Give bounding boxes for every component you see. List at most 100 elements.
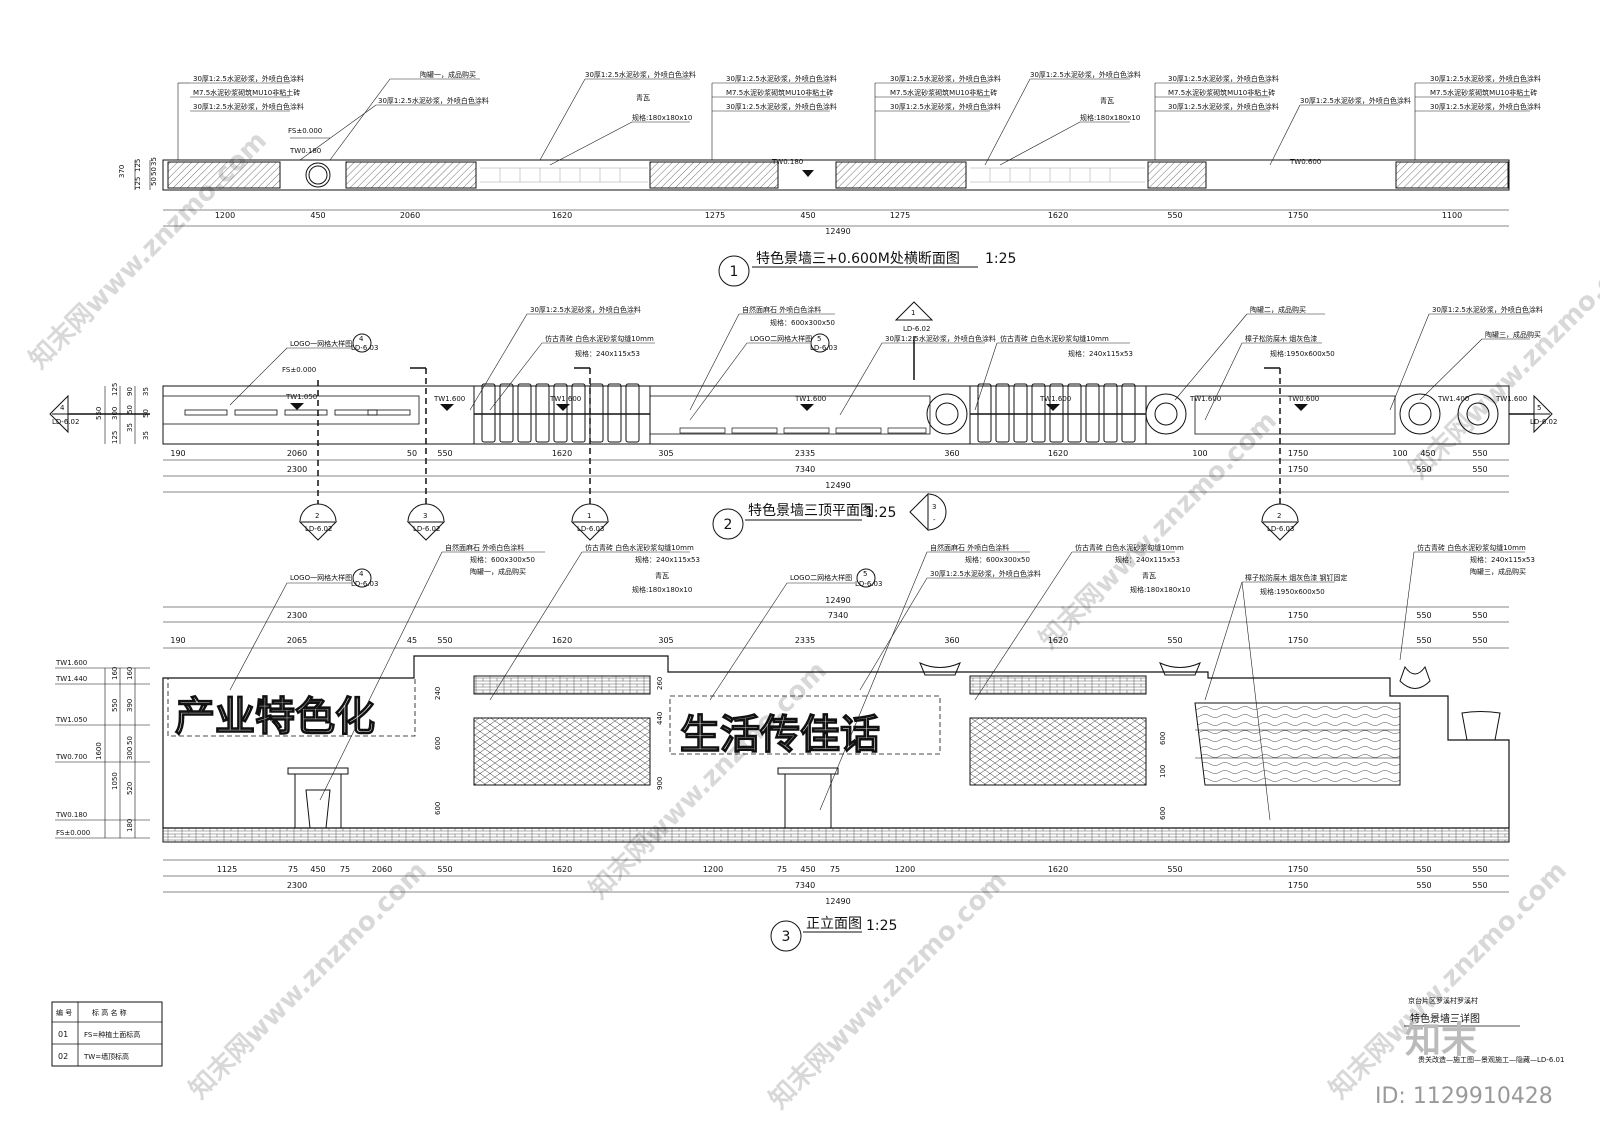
dim-text: 600 <box>434 737 442 750</box>
level-label: TW1.400 <box>1437 395 1469 403</box>
section-num: 2 <box>1277 512 1281 520</box>
dim-text: 1200 <box>215 211 235 220</box>
dim-text: 550 <box>437 865 452 874</box>
section-title: 特色景墙三+0.600M处横断面图 <box>756 250 960 267</box>
dim-text: 550 <box>437 636 452 645</box>
note: 30厚1:2.5水泥砂浆，外喷白色涂料 <box>1432 305 1543 314</box>
dim-text: 450 <box>800 865 815 874</box>
stone-panel <box>969 717 1147 786</box>
note: 规格:1950x600x50 <box>1260 587 1325 596</box>
dim-text: 1200 <box>703 865 723 874</box>
note: LOGO一网格大样图 <box>290 339 352 348</box>
dim-text: 360 <box>944 449 959 458</box>
dim-text: 440 <box>656 712 664 725</box>
brick-cap <box>473 675 1147 695</box>
dim-text: 900 <box>656 777 664 790</box>
section-ref: LD-6.02 <box>413 525 440 533</box>
section-num: 3 <box>423 512 427 520</box>
detail-ref-num: 5 <box>817 335 821 343</box>
section-3-side-dims: 160 550 1600 1050 160 390 50 300 520 180… <box>95 667 1167 838</box>
level-label: TW1.440 <box>55 675 87 683</box>
section-ref: LD-6.02 <box>903 325 930 333</box>
note: M7.5水泥砂浆砌筑MU10非粘土砖 <box>1430 88 1537 97</box>
dim-text: 360 <box>944 636 959 645</box>
level-label: TW0.180 <box>55 811 87 819</box>
note: 青瓦 <box>655 571 669 580</box>
note: 30厚1:2.5水泥砂浆，外喷白色涂料 <box>930 569 1041 578</box>
dim-text: 50 <box>126 405 134 414</box>
dim-text: 550 <box>111 699 119 712</box>
dim-text: 50 <box>407 449 417 458</box>
dim-text: 1620 <box>1048 865 1068 874</box>
detail-ref: LD-6.03 <box>855 580 882 588</box>
note: 规格:180x180x10 <box>1080 113 1140 122</box>
note: 30厚1:2.5水泥砂浆，外喷白色涂料 <box>885 334 996 343</box>
leader-lines <box>229 313 1530 421</box>
note: 30厚1:2.5水泥砂浆，外喷白色涂料 <box>1430 102 1541 111</box>
dim-text: 100 <box>1159 765 1167 778</box>
level-label: TW0.600 <box>1289 158 1321 166</box>
dim-text: 300 <box>111 407 119 420</box>
note: 规格：240x115x53 <box>575 349 640 358</box>
dim-text: 2065 <box>287 636 307 645</box>
dim-text: 450 <box>310 211 325 220</box>
note: 30厚1:2.5水泥砂浆，外喷白色涂料 <box>726 74 837 83</box>
note: 规格:180x180x10 <box>1130 585 1190 594</box>
dim-text: 125 <box>134 177 142 190</box>
levels-left <box>55 667 150 839</box>
dim-text: 35 <box>126 423 134 432</box>
note: 仿古青砖 白色水泥砂浆勾缝10mm <box>585 543 694 552</box>
dim-text: 1620 <box>552 211 572 220</box>
note: 规格:180x180x10 <box>632 113 692 122</box>
dim-text: 180 <box>126 819 134 832</box>
legend-table: 编 号 标 高 名 称 01 FS=种植土面标高 02 TW=墙顶标高 <box>51 1001 163 1067</box>
note: M7.5水泥砂浆砌筑MU10非粘土砖 <box>890 88 997 97</box>
dim-text: 2060 <box>400 211 420 220</box>
note: 规格：600x300x50 <box>965 555 1030 564</box>
dim-text: 12490 <box>825 596 850 605</box>
note: 自然面麻石 外喷白色涂料 <box>445 543 524 552</box>
detail-ref-num: 4 <box>359 335 364 343</box>
detail-ref: LD-6.03 <box>351 580 378 588</box>
section-2-plan: LOGO一网格大样图 4 LD-6.03 30厚1:2.5水泥砂浆，外喷白色涂料… <box>49 301 1557 541</box>
dim-text: 550 <box>1416 865 1431 874</box>
dim-text: 550 <box>1416 636 1431 645</box>
level-label: TW0.180 <box>289 147 321 155</box>
section-marker-bottom: 2 LD-6.03 <box>1260 503 1300 541</box>
section-title: 正立面图 <box>806 916 862 932</box>
section-marker-bottom: 2 LD-6.02 <box>298 503 338 541</box>
note: 30厚1:2.5水泥砂浆，外喷白色涂料 <box>1168 102 1279 111</box>
section-num: 4 <box>60 404 65 412</box>
level-label: TW1.600 <box>433 395 465 403</box>
image-id-watermark: ID: 1129910428 <box>1375 1084 1553 1109</box>
note: 仿古青砖 白色水泥砂浆勾缝10mm <box>1417 543 1526 552</box>
note: 30厚1:2.5水泥砂浆，外喷白色涂料 <box>1430 74 1541 83</box>
section-ref: LD-6.02 <box>1530 418 1557 426</box>
detail-ref: LD-6.03 <box>351 344 378 352</box>
section-1-dims: 1200 450 2060 1620 1275 450 1275 1620 55… <box>163 209 1509 236</box>
legend-name: TW=墙顶标高 <box>83 1052 129 1061</box>
section-number-circle <box>718 255 750 287</box>
dim-text: 550 <box>95 407 103 420</box>
dim-text: 1620 <box>552 636 572 645</box>
note: 30厚1:2.5水泥砂浆，外喷白色涂料 <box>193 74 304 83</box>
section-1-cross-section: 30厚1:2.5水泥砂浆，外喷白色涂料 M7.5水泥砂浆砌筑MU10非粘土砖 3… <box>118 70 1541 287</box>
section-2-side-dims: 550 125 300 125 90 50 35 35 50 35 <box>95 383 150 444</box>
level-label: TW1.050 <box>285 393 317 401</box>
dim-text: 90 <box>126 387 134 396</box>
section-num: 2 <box>315 512 319 520</box>
dim-text: 1620 <box>1048 636 1068 645</box>
dim-text: 1750 <box>1288 881 1308 890</box>
dim-text: 1275 <box>705 211 725 220</box>
pot-icon <box>1159 662 1201 676</box>
section-number-circle <box>770 920 802 952</box>
legend-code: 02 <box>58 1052 68 1061</box>
dim-text: 2300 <box>287 611 307 620</box>
dim-text: 1600 <box>95 742 103 760</box>
dim-text: 550 <box>1167 211 1182 220</box>
note: LOGO一网格大样图 <box>290 573 352 582</box>
dim-text: 1750 <box>1288 636 1308 645</box>
stone-panel <box>473 717 651 786</box>
legend-header: 标 高 名 称 <box>92 1008 127 1017</box>
note: 30厚1:2.5水泥砂浆，外喷白色涂料 <box>378 96 489 105</box>
